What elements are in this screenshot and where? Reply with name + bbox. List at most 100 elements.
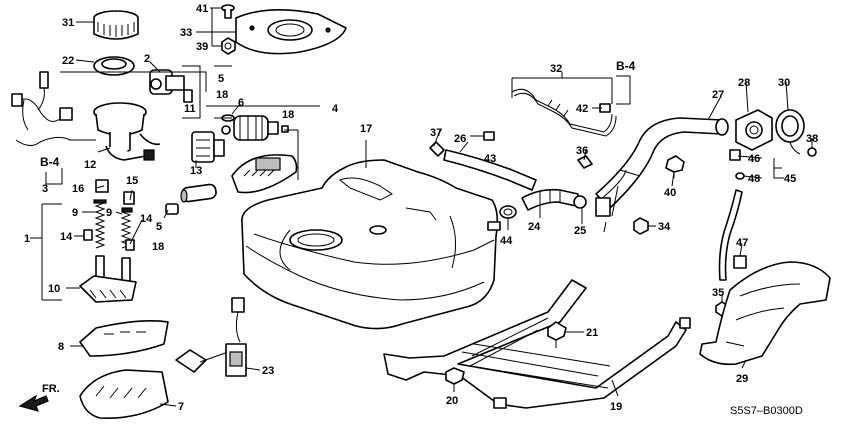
- label-18c: 18: [152, 241, 164, 253]
- label-5a: 5: [218, 73, 224, 85]
- label-19: 19: [610, 401, 622, 413]
- label-40: 40: [664, 187, 676, 199]
- leader-lines: [30, 7, 813, 407]
- part-30-fuel-cap: [775, 109, 805, 155]
- part-46-clip: [729, 149, 741, 161]
- label-6: 6: [238, 97, 244, 109]
- label-43: 43: [484, 153, 496, 165]
- label-1: 1: [24, 233, 30, 245]
- ref-b4-right: B-4: [616, 59, 636, 73]
- part-9-spring-left: [93, 199, 107, 249]
- label-36: 36: [576, 145, 588, 157]
- label-26: 26: [454, 133, 466, 145]
- part-26-hose: [443, 149, 537, 191]
- part-9-spring-right: [120, 207, 133, 249]
- part-29-filler-shield: [699, 261, 831, 366]
- label-21: 21: [586, 327, 598, 339]
- part-13-filter: [191, 131, 225, 163]
- label-7: 7: [178, 401, 184, 413]
- label-9a: 9: [72, 207, 78, 219]
- label-4: 4: [332, 103, 339, 115]
- part-24-filler-hose: [521, 188, 579, 211]
- part-27-filler-pipe: [595, 117, 729, 233]
- label-14a: 14: [60, 231, 73, 243]
- label-45: 45: [784, 173, 796, 185]
- part-2-regulator: [149, 69, 185, 95]
- part-18-fuel-pump: [231, 115, 298, 194]
- front-direction-arrow: [18, 394, 49, 412]
- part-10-reservoir-bracket: [79, 255, 137, 303]
- part-12-hose: [105, 145, 155, 161]
- label-38: 38: [806, 133, 818, 145]
- part-31-lock-ring: [93, 10, 139, 40]
- label-34: 34: [658, 221, 671, 233]
- label-42: 42: [576, 103, 588, 115]
- part-32-tube-assembly: [511, 88, 617, 137]
- label-30: 30: [778, 77, 790, 89]
- ref-b4-left: B-4: [40, 155, 60, 169]
- part-20-bolt: [445, 367, 465, 390]
- label-25: 25: [574, 225, 586, 237]
- front-label: FR.: [42, 383, 60, 395]
- part-36-clip: [577, 155, 593, 169]
- part-16-pump-cylinder: [165, 183, 217, 215]
- callout-labels: 31 22 33 41 39 2 11 5 18 6 4 18 12 13 3 …: [24, 3, 818, 417]
- label-11: 11: [184, 103, 196, 115]
- label-16: 16: [72, 183, 84, 195]
- label-28: 28: [738, 77, 750, 89]
- part-47-breather-tube: [718, 189, 747, 281]
- label-47: 47: [736, 237, 748, 249]
- label-8: 8: [58, 341, 64, 353]
- label-17: 17: [360, 123, 372, 135]
- part-48-clip: [735, 172, 745, 180]
- label-31: 31: [62, 17, 74, 29]
- label-20: 20: [446, 395, 458, 407]
- label-29: 29: [736, 373, 748, 385]
- part-11-clip: [183, 89, 193, 103]
- part-23-fuel-gauge-sender: [175, 297, 247, 377]
- label-37: 37: [430, 127, 442, 139]
- label-12: 12: [84, 159, 96, 171]
- part-39-nut: [221, 37, 236, 55]
- label-33: 33: [180, 27, 192, 39]
- label-2: 2: [144, 53, 150, 65]
- label-27: 27: [712, 89, 724, 101]
- part-14-pads: [83, 229, 135, 251]
- label-23: 23: [262, 365, 274, 377]
- part-17-fuel-tank: [241, 159, 501, 330]
- part-7-protector: [79, 369, 169, 419]
- part-38-bolt: [807, 147, 817, 157]
- label-13: 13: [190, 165, 202, 177]
- part-33-cover-plate: [235, 9, 347, 55]
- part-43-clip: [483, 131, 495, 141]
- label-32: 32: [550, 63, 562, 75]
- label-9b: 9: [106, 207, 112, 219]
- label-5b: 5: [156, 221, 162, 233]
- label-44: 44: [500, 235, 513, 247]
- part-19-tank-frame: [383, 279, 691, 409]
- label-48: 48: [748, 173, 760, 185]
- label-10: 10: [48, 283, 60, 295]
- part-28-filler-base: [735, 109, 773, 151]
- label-22: 22: [62, 55, 74, 67]
- diagram-code: S5S7–B0300D: [730, 405, 803, 417]
- label-24: 24: [528, 221, 541, 233]
- label-41: 41: [196, 3, 208, 15]
- part-44-clamp: [499, 205, 517, 219]
- part-22-gasket: [93, 56, 135, 76]
- label-18b: 18: [282, 109, 294, 121]
- part-40-bolt: [665, 155, 685, 178]
- part-8-cover: [79, 320, 169, 357]
- part-34-bolt: [633, 217, 649, 235]
- label-39: 39: [196, 41, 208, 53]
- part-25-clamp: [573, 195, 587, 209]
- part-21-bolt: [547, 321, 567, 348]
- label-18a: 18: [216, 89, 228, 101]
- label-35: 35: [712, 287, 724, 299]
- part-41-bolt: [221, 4, 235, 19]
- part-3-fuel-pump-module: [11, 71, 161, 154]
- label-15: 15: [126, 175, 138, 187]
- label-3: 3: [42, 183, 48, 195]
